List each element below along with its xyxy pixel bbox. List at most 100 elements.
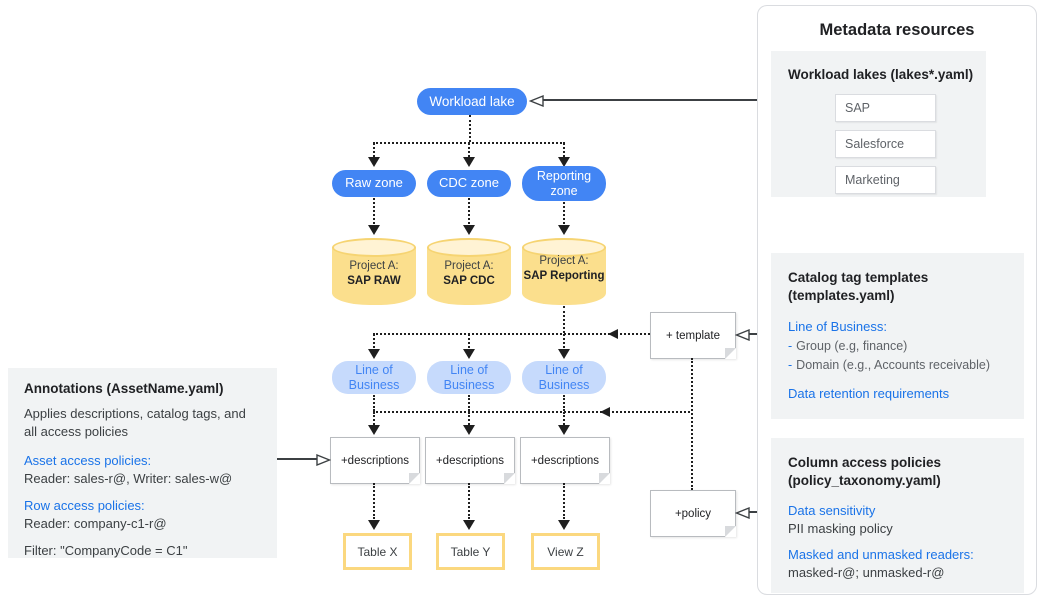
workload-lakes-heading: Workload lakes (lakes*.yaml) <box>788 67 974 82</box>
reference-line <box>543 99 817 101</box>
arrowhead-down-icon <box>463 225 475 235</box>
line-of-business-node: Line of Business <box>427 361 511 394</box>
descriptions-label: +descriptions <box>530 454 600 467</box>
cdc-zone-node: CDC zone <box>427 170 511 197</box>
lob-label: Line of Business <box>538 362 590 392</box>
connector-line <box>469 115 471 142</box>
table-y-node: Table Y <box>436 533 505 570</box>
table-label: View Z <box>547 544 584 559</box>
connector-line <box>563 143 565 157</box>
sensitivity-value: PII masking policy <box>788 521 893 537</box>
lob-heading: Line of Business: <box>788 319 888 335</box>
connector-line <box>468 198 470 224</box>
metadata-panel-title: Metadata resources <box>819 21 975 39</box>
zone-label: Raw zone <box>345 175 403 191</box>
arrowhead-down-icon <box>558 157 570 167</box>
column-policies-heading-line2: (policy_taxonomy.yaml) <box>788 473 941 489</box>
line-of-business-node: Line of Business <box>332 361 416 394</box>
connector-line <box>468 483 470 519</box>
zone-label: CDC zone <box>439 175 499 191</box>
annotations-description: Applies descriptions, catalog tags, and … <box>24 406 246 440</box>
row-access-value: Reader: company-c1-r@ <box>24 516 167 532</box>
lob-label: Line of Business <box>443 362 495 392</box>
connector-line <box>373 483 375 519</box>
connector-line <box>373 412 375 425</box>
readers-heading: Masked and unmasked readers: <box>788 547 974 563</box>
reporting-zone-node: Reporting zone <box>522 166 606 201</box>
annotations-panel: Annotations (AssetName.yaml) Applies des… <box>8 368 277 558</box>
column-policies-card: Column access policies (policy_taxonomy.… <box>771 438 1024 593</box>
arrowhead-left-icon <box>608 329 618 339</box>
connector-line <box>563 334 565 348</box>
cylinder-top <box>427 238 511 257</box>
bullet-dash: - <box>788 358 793 373</box>
arrowhead-down-icon <box>368 225 380 235</box>
arrowhead-down-icon <box>558 520 570 530</box>
connector-line <box>563 202 565 224</box>
open-arrowhead-left-icon <box>734 328 750 342</box>
lake-item-sap: SAP <box>835 94 936 123</box>
readers-value: masked-r@; unmasked-r@ <box>788 565 945 581</box>
connector-line <box>691 358 693 490</box>
asset-access-value: Reader: sales-r@, Writer: sales-w@ <box>24 471 233 487</box>
open-arrowhead-left-icon <box>528 94 544 108</box>
arrowhead-down-icon <box>463 520 475 530</box>
project-label: Project A: SAP Reporting <box>522 254 606 284</box>
table-label: Table X <box>357 544 398 559</box>
project-label: Project A: SAP CDC <box>427 259 511 289</box>
catalog-templates-heading-line1: Catalog tag templates <box>788 270 929 285</box>
project-sap-cdc-cylinder: Project A: SAP CDC <box>427 238 511 305</box>
bullet-text: Domain (e.g., Accounts receivable) <box>796 358 991 373</box>
project-prefix: Project A: <box>539 255 589 267</box>
cylinder-top <box>332 238 416 257</box>
project-prefix: Project A: <box>444 260 494 272</box>
connector-line <box>373 198 375 224</box>
connector-line <box>373 395 375 411</box>
workload-lake-label: Workload lake <box>429 93 515 109</box>
connector-line <box>373 334 375 348</box>
lake-item-marketing: Marketing <box>835 166 936 195</box>
view-z-node: View Z <box>531 533 600 570</box>
arrowhead-down-icon <box>368 349 380 359</box>
descriptions-note: +descriptions <box>520 437 610 484</box>
arrowhead-down-icon <box>463 349 475 359</box>
descriptions-note: +descriptions <box>425 437 515 484</box>
project-name: SAP Reporting <box>523 269 605 282</box>
template-label: + template <box>665 329 721 342</box>
arrowhead-down-icon <box>368 520 380 530</box>
arrowhead-down-icon <box>463 425 475 435</box>
sensitivity-heading: Data sensitivity <box>788 503 876 519</box>
descriptions-note: +descriptions <box>330 437 420 484</box>
arrowhead-down-icon <box>368 425 380 435</box>
lob-bullet: -Group (e.g, finance) <box>788 339 1024 353</box>
connector-line <box>468 412 470 425</box>
reference-line <box>277 458 318 460</box>
connector-line <box>468 143 470 157</box>
filter-value: Filter: "CompanyCode = C1" <box>24 543 188 559</box>
lob-bullet: -Domain (e.g., Accounts receivable) <box>788 358 1024 372</box>
column-policies-heading-line1: Column access policies <box>788 455 942 470</box>
metadata-resources-panel: Metadata resources Workload lakes (lakes… <box>757 5 1037 595</box>
raw-zone-node: Raw zone <box>332 170 416 197</box>
connector-line <box>563 483 565 519</box>
project-name: SAP RAW <box>347 274 401 287</box>
connector-line <box>468 334 470 348</box>
descriptions-label: +descriptions <box>340 454 410 467</box>
table-x-node: Table X <box>343 533 412 570</box>
lake-item-label: Marketing <box>845 173 900 188</box>
project-label: Project A: SAP RAW <box>332 259 416 289</box>
row-access-heading: Row access policies: <box>24 498 145 514</box>
bullet-text: Group (e.g, finance) <box>796 339 908 354</box>
catalog-templates-heading-line2: (templates.yaml) <box>788 288 895 304</box>
lake-item-label: SAP <box>845 101 871 116</box>
workload-lakes-card: Workload lakes (lakes*.yaml) SAP Salesfo… <box>771 51 986 197</box>
connector-line <box>563 395 565 411</box>
arrowhead-down-icon <box>368 157 380 167</box>
line-of-business-node: Line of Business <box>522 361 606 394</box>
connector-line <box>563 306 565 333</box>
policy-label: +policy <box>674 507 712 520</box>
zone-label: Reporting zone <box>536 169 592 198</box>
open-arrowhead-right-icon <box>316 453 332 467</box>
workload-lake-node: Workload lake <box>417 88 527 115</box>
